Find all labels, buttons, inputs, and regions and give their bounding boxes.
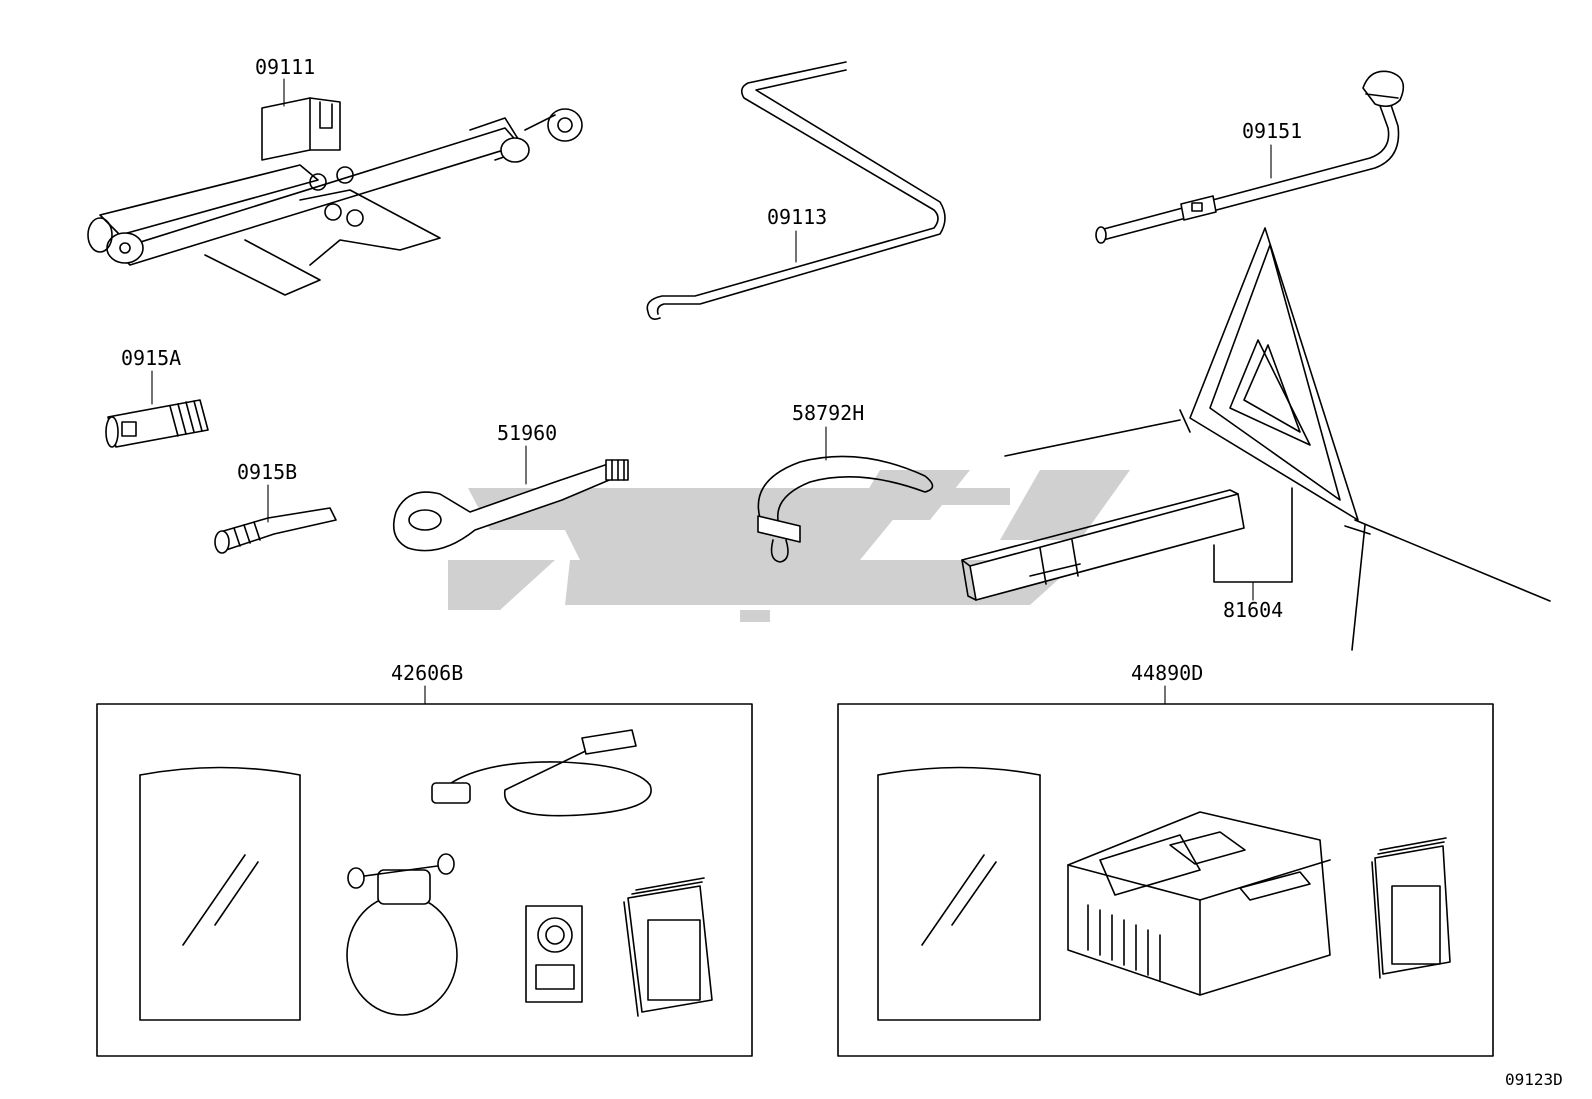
hook-drawing <box>757 455 934 563</box>
towing-eye-drawing <box>392 459 629 552</box>
figure-reference: 09123D <box>1505 1070 1563 1089</box>
label-58792H: 58792H <box>792 401 864 425</box>
label-42606B: 42606B <box>391 661 463 685</box>
jack-drawing <box>87 97 583 296</box>
kit-44890D-contents <box>877 766 1451 1021</box>
jack-handle-drawing <box>646 61 946 320</box>
warning-triangle-drawing <box>961 227 1551 651</box>
adapter-a-drawing <box>105 399 209 448</box>
kit-42606B-contents <box>139 729 713 1021</box>
label-09151: 09151 <box>1242 119 1302 143</box>
label-09111: 09111 <box>255 55 315 79</box>
label-0915B: 0915B <box>237 460 297 484</box>
label-0915A: 0915A <box>121 346 181 370</box>
label-51960: 51960 <box>497 421 557 445</box>
label-44890D: 44890D <box>1131 661 1203 685</box>
label-81604: 81604 <box>1223 598 1283 622</box>
watermark-logo <box>448 470 1130 622</box>
adapter-b-drawing <box>214 507 337 554</box>
label-09113: 09113 <box>767 205 827 229</box>
wheel-wrench-drawing <box>1095 70 1405 244</box>
